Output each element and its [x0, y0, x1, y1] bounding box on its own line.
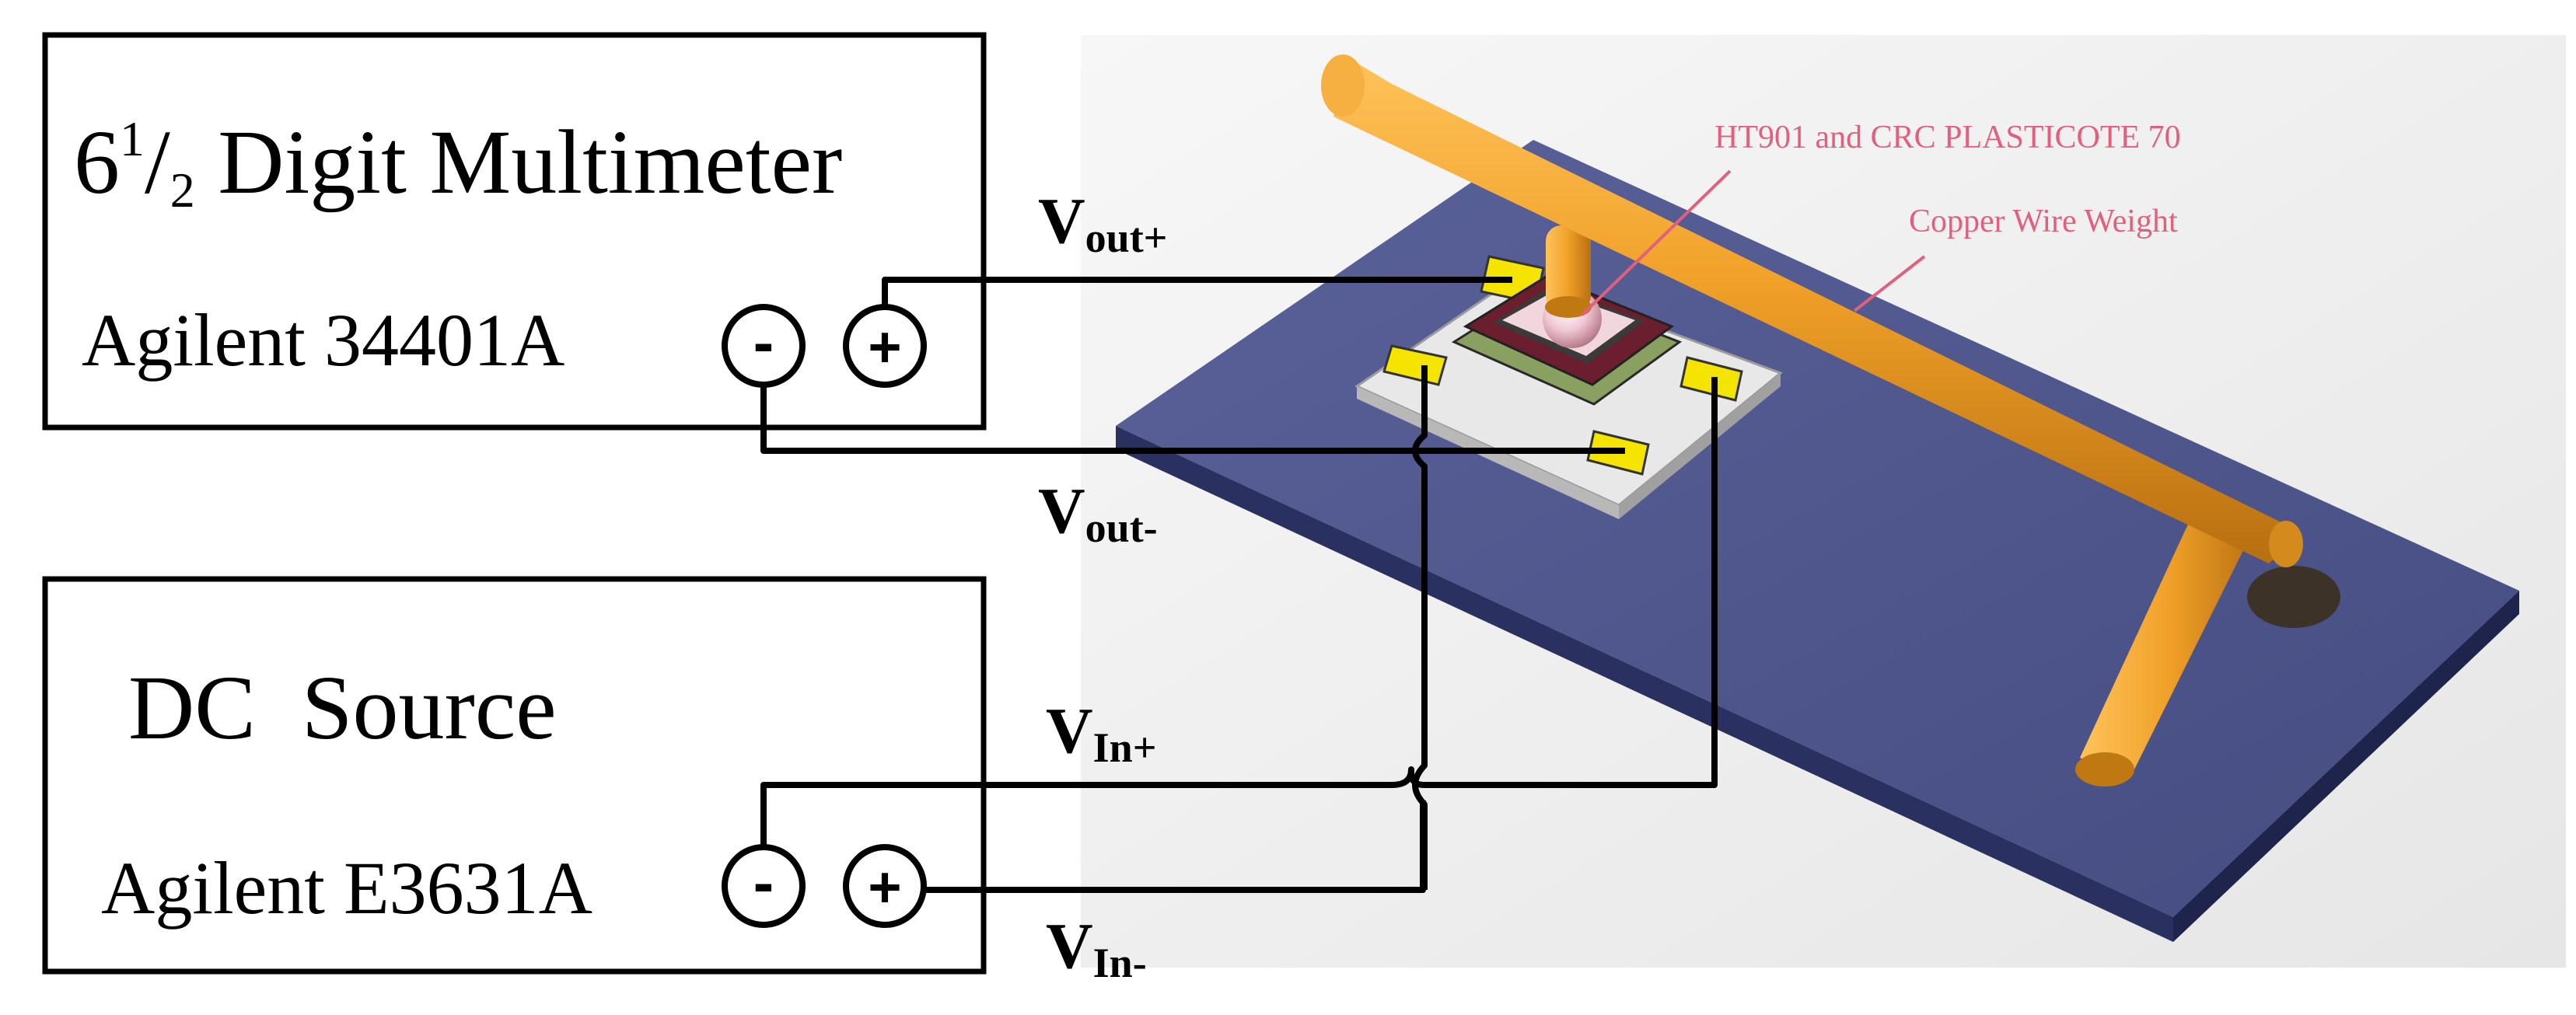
wire-vout-plus: [882, 277, 1512, 311]
svg-text:-: -: [753, 308, 774, 377]
svg-text:+: +: [868, 855, 901, 919]
label-vout-minus: Vout-: [1038, 475, 1158, 551]
source-plus-terminal: +: [843, 844, 927, 928]
label-vin-minus: VIn-: [1046, 910, 1147, 986]
copper-wire-weight: [1321, 54, 2340, 787]
source-minus-terminal: -: [722, 844, 806, 928]
coating-annotation: HT901 and CRC PLASTICOTE 70: [1714, 120, 2181, 155]
multimeter-plus-terminal: +: [843, 304, 927, 388]
dc-source-model: Agilent E3631A: [101, 846, 592, 930]
multimeter-box: [42, 32, 987, 431]
coating-leader: [1581, 169, 1732, 316]
dc-source-box: [42, 576, 987, 975]
wire-vin-minus: [760, 766, 1428, 847]
multimeter-title: 61/2 Digit Multimeter: [74, 111, 842, 218]
weight-annotation: Copper Wire Weight: [1909, 204, 2178, 239]
svg-text:+: +: [868, 315, 901, 379]
sensor-membrane: [1451, 274, 1683, 406]
dc-source-title: DC Source: [128, 657, 557, 759]
label-vout-plus: Vout+: [1038, 185, 1167, 261]
svg-text:-: -: [753, 848, 774, 917]
pad-vin-minus: [1382, 344, 1448, 386]
weight-leader: [1853, 255, 1926, 312]
wiring: [760, 277, 1718, 893]
multimeter-minus-terminal: -: [722, 304, 806, 388]
wire-vout-minus: [760, 385, 1625, 454]
label-vin-plus: VIn+: [1046, 695, 1157, 771]
multimeter-model: Agilent 34401A: [82, 298, 564, 382]
